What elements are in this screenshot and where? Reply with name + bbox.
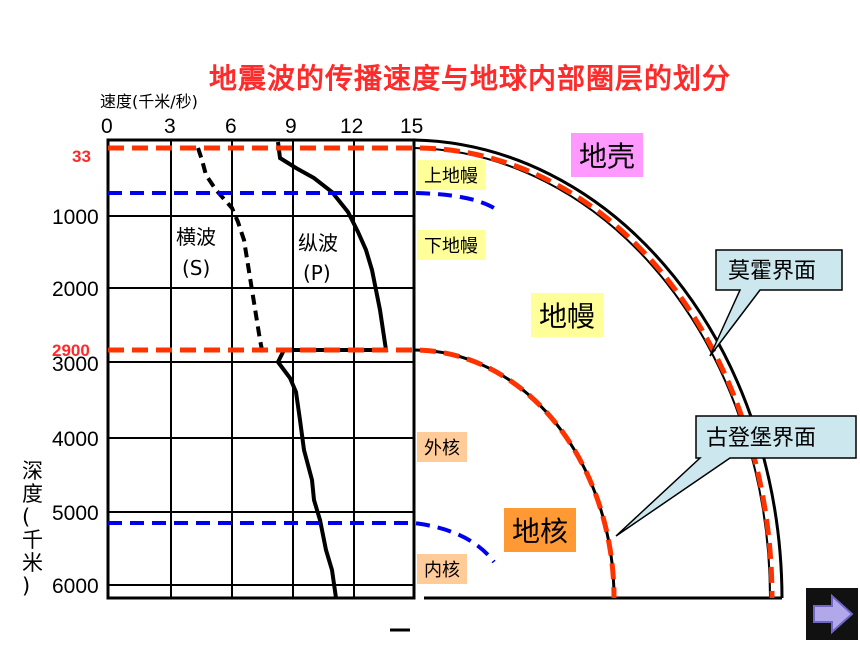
depth-tick: 1000 [52,206,99,229]
upper-lower-mantle-dashed [108,191,496,210]
inner-core-label: 内核 [417,554,467,584]
s-wave-symbol: (S) [182,256,210,280]
mantle-label: 地幔 [531,293,604,337]
depth-axis-label: 深度(千米) [22,459,43,598]
gutenberg-depth-label: 2900 [52,341,90,360]
p-wave-symbol: (P) [303,261,331,285]
speed-axis-label: 速度(千米/秒) [100,92,198,111]
upper-mantle-label: 上地幔 [417,160,485,190]
depth-tick: 4000 [52,428,99,451]
s-wave-label: 横波 [176,225,216,249]
speed-tick: 6 [225,115,237,138]
crust-label: 地壳 [571,133,644,177]
p-wave-label: 纵波 [298,231,338,255]
speed-tick: 3 [164,115,176,138]
right-arrow-icon [813,593,854,635]
mantle-boundary-arc [413,147,771,599]
moho-depth-label: 33 [72,147,91,166]
depth-tick: 6000 [52,575,99,598]
chart-frame [106,138,416,600]
slide-title: 地震波的传播速度与地球内部圈层的划分 [208,62,731,95]
depth-tick: 5000 [52,502,99,525]
depth-axis-label-text: 深度(千米) [22,459,43,598]
gutenberg-callout: 古登堡界面 [615,415,857,537]
gutenberg-callout-text: 古登堡界面 [706,426,816,451]
speed-tick: 0 [101,115,113,138]
gutenberg-dashed-line [108,347,617,599]
speed-tick: 12 [340,115,363,138]
speed-tick: 9 [285,115,297,138]
grid-lines [108,140,414,598]
core-label: 地核 [504,508,577,552]
speed-tick: 15 [400,115,423,138]
lower-mantle-label: 下地幔 [417,230,485,260]
moho-callout: 莫霍界面 [709,249,843,357]
depth-tick: 3000 [52,353,99,376]
next-slide-button[interactable] [806,588,858,640]
moho-callout-text: 莫霍界面 [728,259,816,284]
inner-outer-core-dashed [108,521,496,564]
s-wave-curve [196,147,266,354]
p-wave-curve [275,141,389,599]
depth-tick: 2000 [52,278,99,301]
earth-surface-arc [413,138,784,599]
outer-core-label: 外核 [417,432,467,462]
